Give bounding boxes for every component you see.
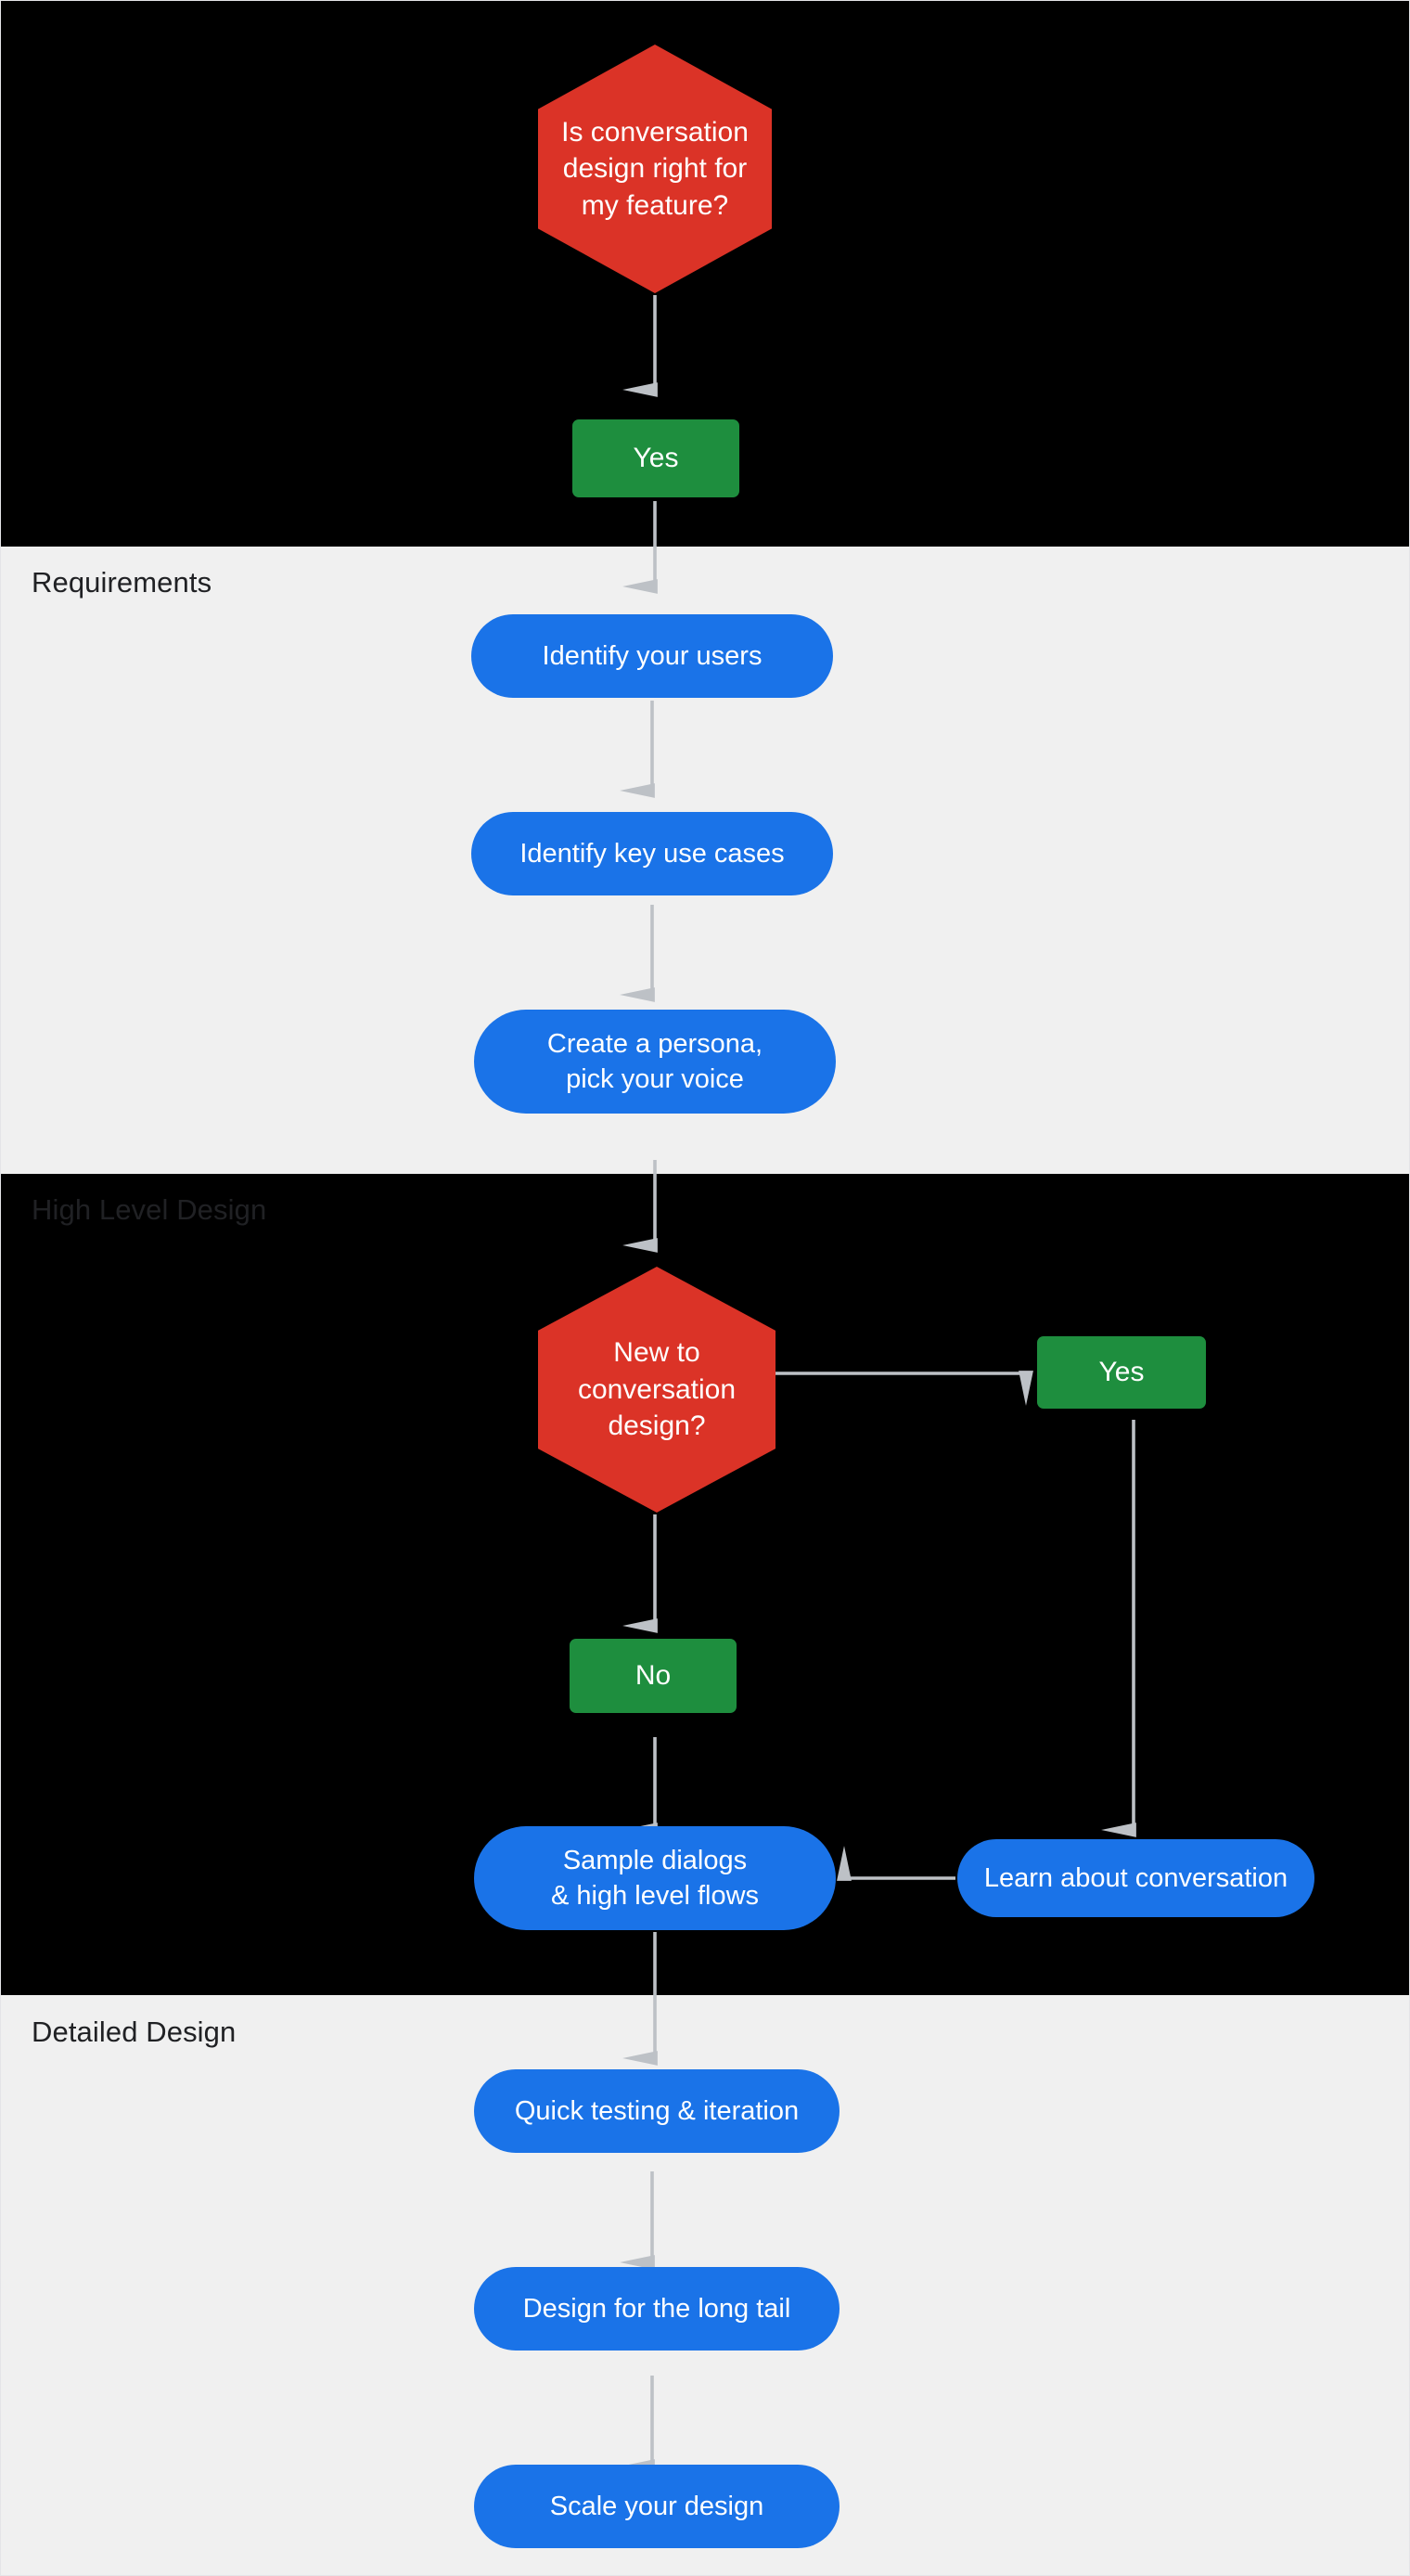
step-node-sample-dialogs-high-level-flows[interactable]: Sample dialogs & high level flows (474, 1826, 836, 1930)
section-label-detailed: Detailed Design (32, 2016, 237, 2048)
step-node-quick-testing-iteration[interactable]: Quick testing & iteration (474, 2069, 840, 2153)
step-node-create-persona-pick-voice[interactable]: Create a persona, pick your voice (474, 1010, 836, 1114)
section-label-requirements: Requirements (32, 566, 212, 599)
step-node-identify-your-users[interactable]: Identify your users (471, 614, 833, 698)
answer-node-no-2[interactable]: No (570, 1639, 737, 1713)
decision-node-is-conversation-design-right[interactable]: Is conversation design right for my feat… (538, 45, 772, 293)
step-node-scale-your-design[interactable]: Scale your design (474, 2465, 840, 2548)
step-node-learn-about-conversation[interactable]: Learn about conversation (957, 1839, 1314, 1917)
step-node-identify-key-use-cases[interactable]: Identify key use cases (471, 812, 833, 895)
step-node-design-for-the-long-tail[interactable]: Design for the long tail (474, 2267, 840, 2351)
answer-node-yes-1[interactable]: Yes (572, 419, 739, 497)
section-label-high-level: High Level Design (32, 1193, 267, 1226)
answer-node-yes-2[interactable]: Yes (1037, 1336, 1206, 1409)
decision-node-new-to-conversation-design[interactable]: New to conversation design? (538, 1267, 776, 1513)
